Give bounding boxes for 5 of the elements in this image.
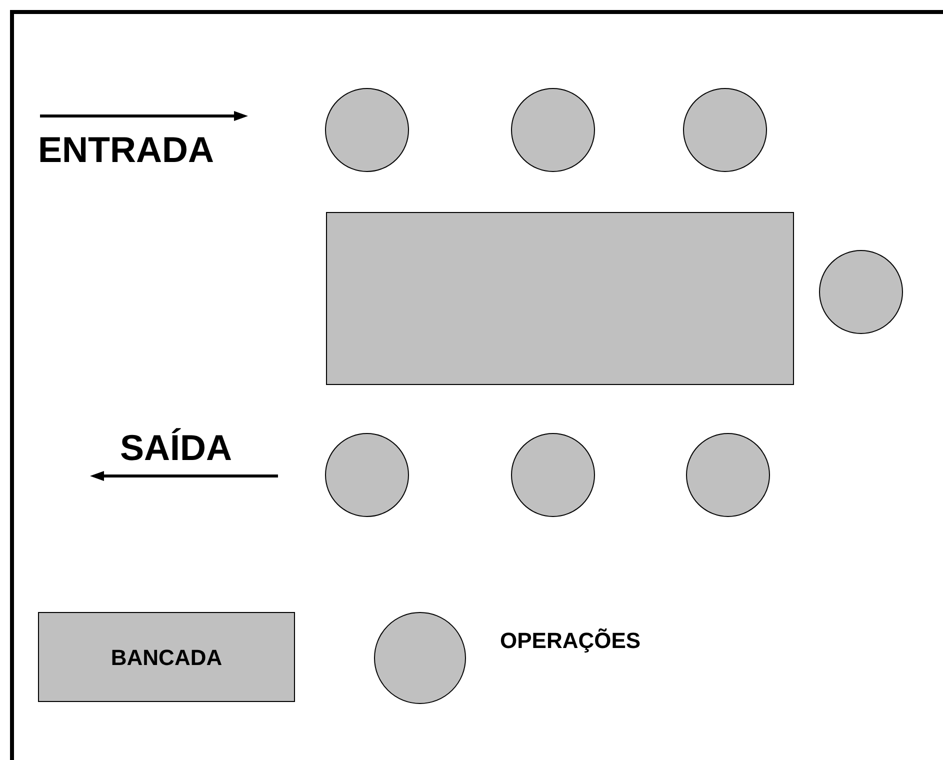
direction-label: SAÍDA xyxy=(120,430,232,466)
legend-label: BANCADA xyxy=(110,647,224,669)
table-rectangle xyxy=(326,212,794,385)
direction-label: ENTRADA xyxy=(38,132,214,168)
legend-label: OPERAÇÕES xyxy=(500,630,641,652)
